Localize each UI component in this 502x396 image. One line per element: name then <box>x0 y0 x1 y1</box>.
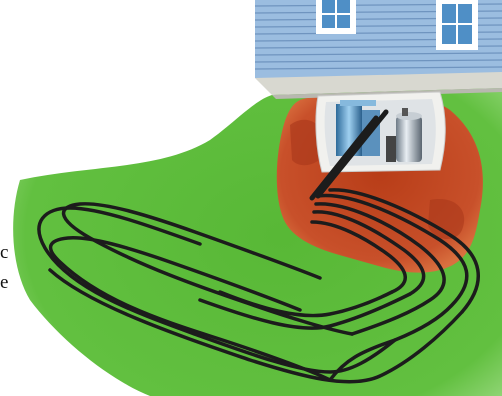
window <box>316 0 356 34</box>
basement-cutaway <box>316 92 445 172</box>
caption-fragment: c <box>0 243 8 262</box>
water-tank-icon <box>396 108 422 162</box>
caption-fragment: e <box>0 273 8 292</box>
window <box>436 0 478 50</box>
house-icon <box>255 0 502 99</box>
